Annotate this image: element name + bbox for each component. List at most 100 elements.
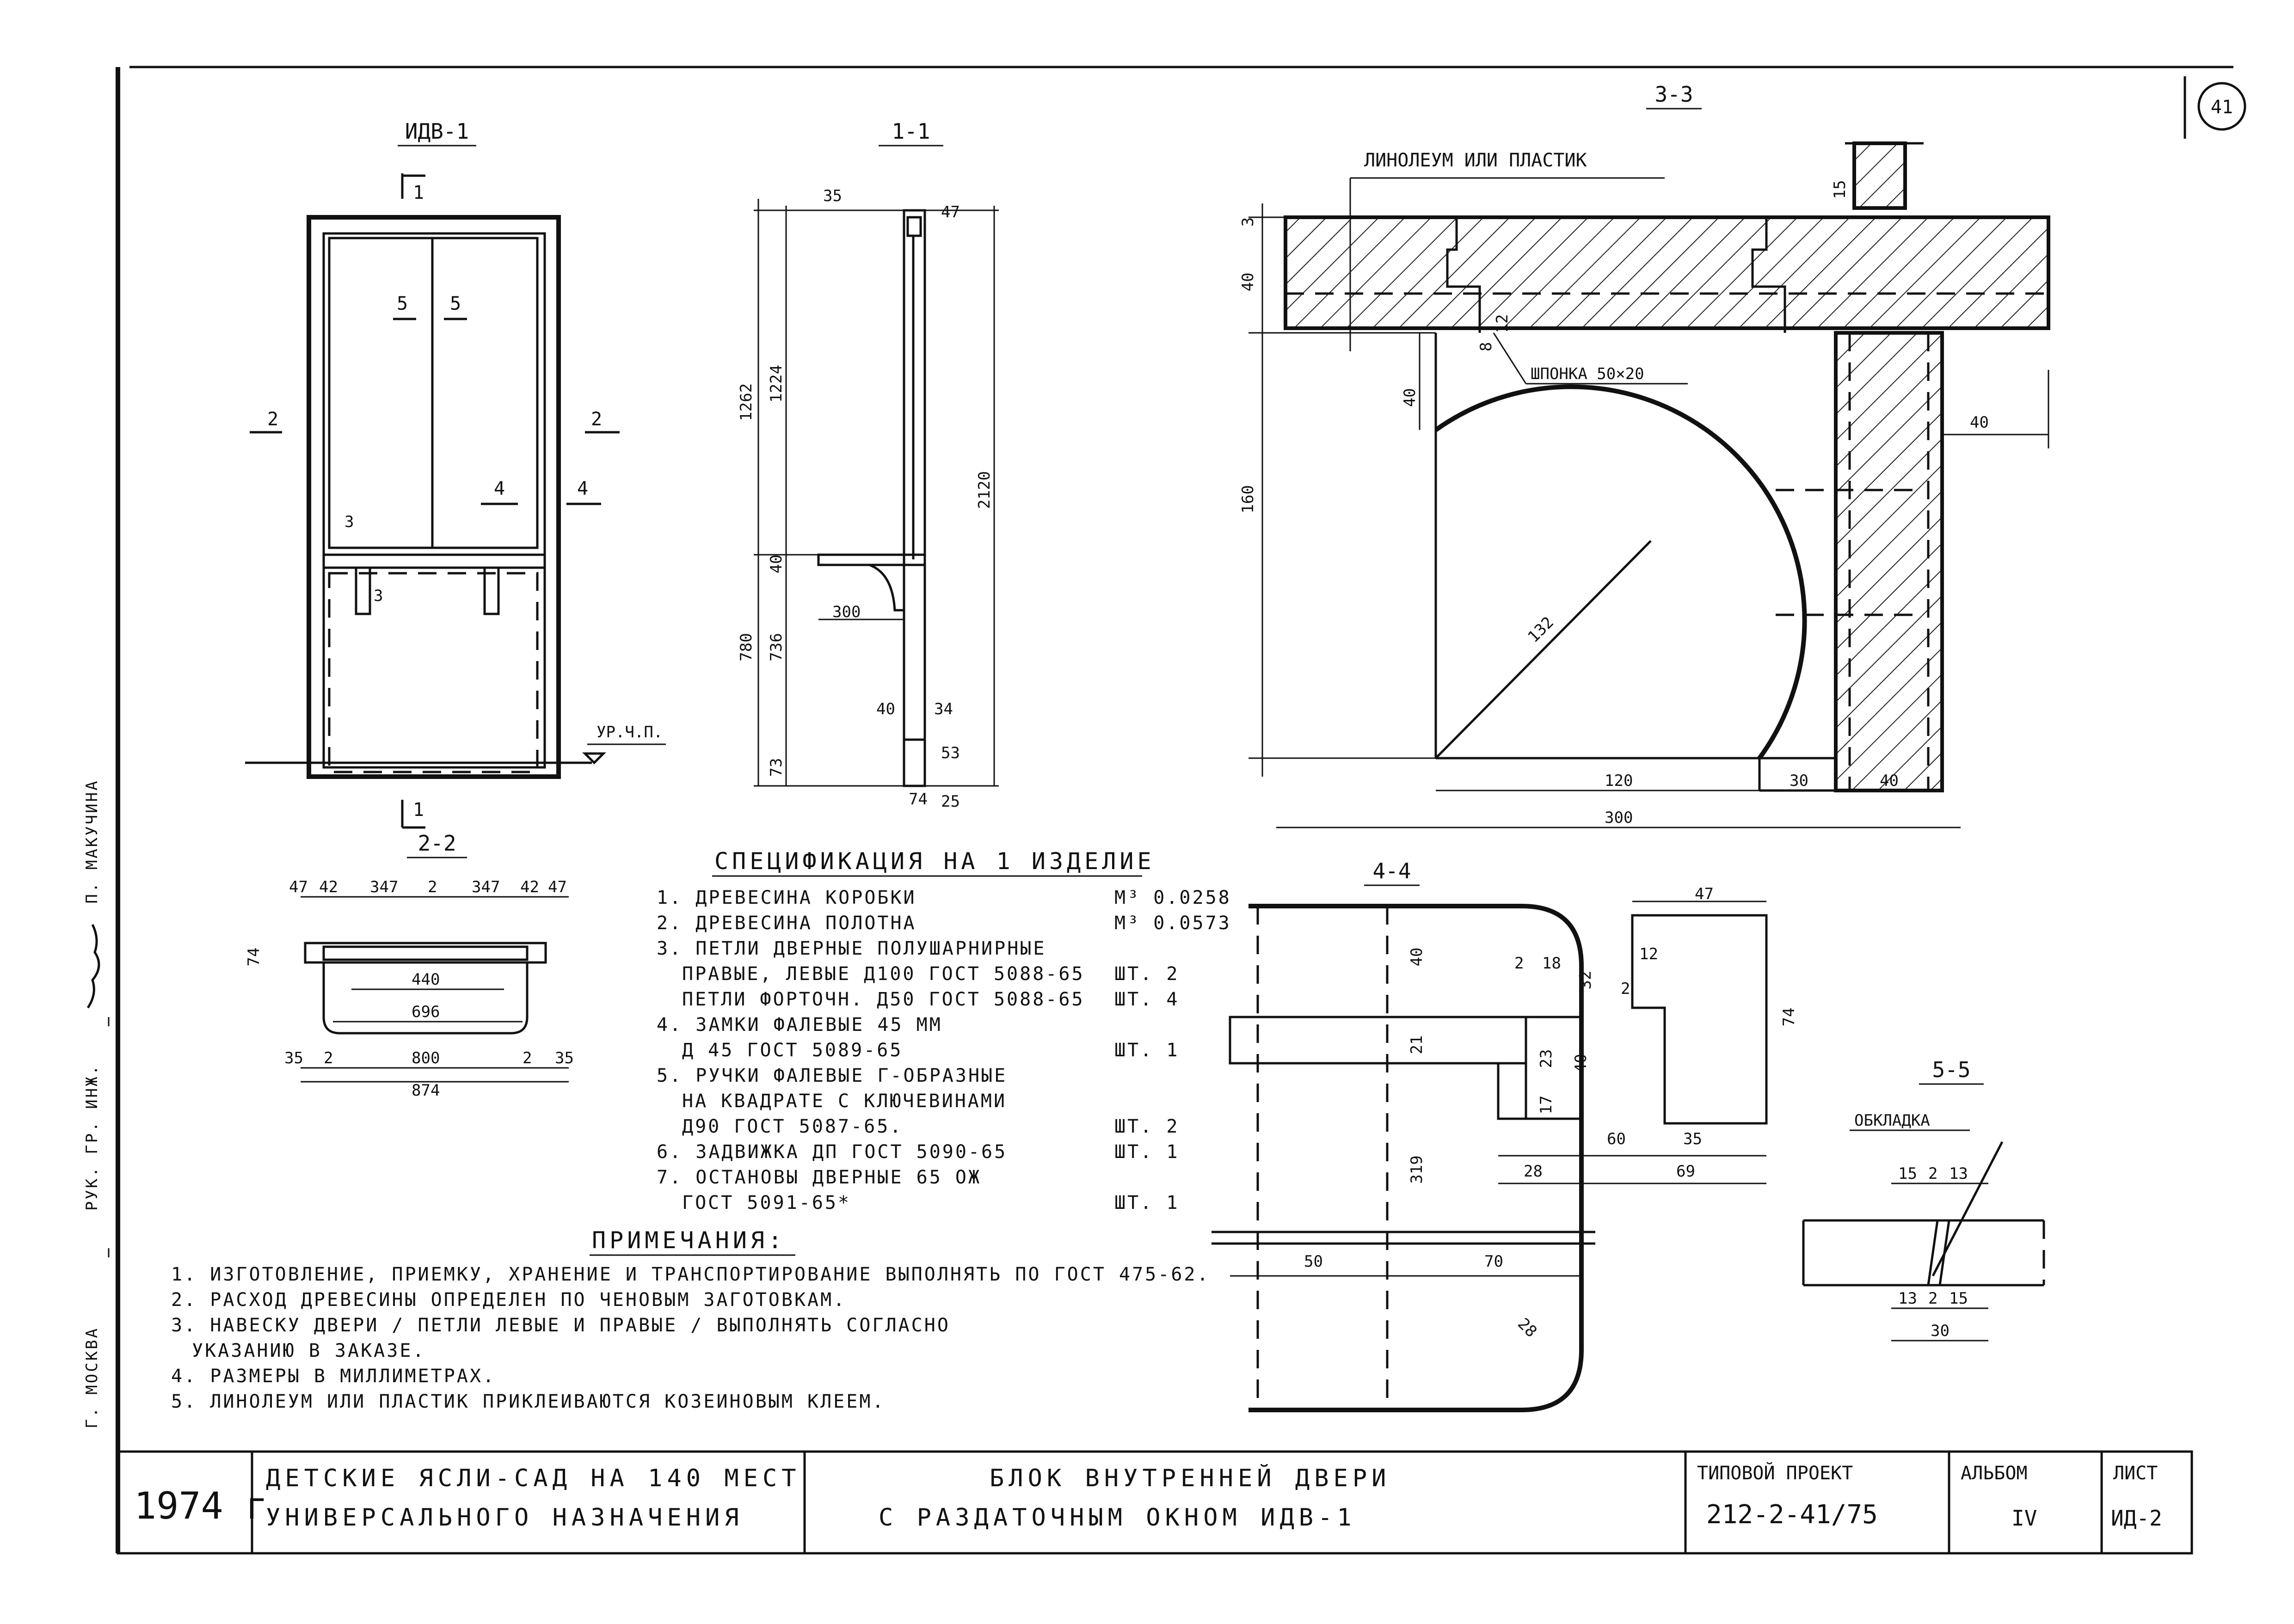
part-mark-3-upper: 3	[344, 513, 354, 531]
dim-3-3-15: 15	[1831, 180, 1849, 199]
front-view: ИДВ-1 1 1 2 2 4 4 5 5 3 3 УР.Ч.П.	[245, 119, 666, 829]
dim-4-4-40-top: 40	[1408, 948, 1426, 967]
dim-4-4-74: 74	[1780, 1008, 1798, 1027]
title-project-line1: ДЕТСКИЕ ЯСЛИ-САД НА 140 МЕСТ	[266, 1465, 801, 1492]
spec-item-7-line2: ГОСТ 5091-65*	[682, 1192, 851, 1213]
section-5-5-title: 5-5	[1932, 1057, 1970, 1082]
section-3-3-title: 3-3	[1654, 82, 1693, 107]
dim-2-2-874: 874	[412, 1081, 440, 1100]
section-2-2-title: 2-2	[418, 831, 456, 856]
spec-item-7: 7. ОСТАНОВЫ ДВЕРНЫЕ 65 ОЖ	[657, 1167, 981, 1188]
title-drawing-line1: БЛОК ВНУТРЕННЕЙ ДВЕРИ	[990, 1464, 1390, 1492]
dim-2-2-35-left: 35	[284, 1049, 303, 1067]
dim-4-4-70: 70	[1484, 1252, 1503, 1271]
key-label-shponka: ШПОНКА 50×20	[1531, 365, 1644, 383]
dim-4-4-radius-28: 28	[1514, 1315, 1540, 1341]
spec-item-2: 2. ДРЕВЕСИНА ПОЛОТНА	[657, 913, 916, 934]
section-1-1-title: 1-1	[892, 119, 930, 144]
spec-item-1-unit: М³ 0.0258	[1114, 887, 1231, 908]
note-5: 5. ЛИНОЛЕУМ ИЛИ ПЛАСТИК ПРИКЛЕИВАЮТСЯ КО…	[171, 1391, 886, 1412]
dim-1-1-780: 780	[737, 633, 756, 661]
spec-item-3-line3: ПЕТЛИ ФОРТОЧН. Д50 ГОСТ 5088-65	[682, 989, 1085, 1010]
sheet-number: 41	[2211, 97, 2233, 118]
dim-4-4-40-mid: 40	[1572, 1054, 1590, 1073]
spec-item-4: 4. ЗАМКИ ФАЛЕВЫЕ 45 ММ	[657, 1014, 942, 1036]
dim-4-4-47: 47	[1695, 885, 1714, 903]
spec-item-1: 1. ДРЕВЕСИНА КОРОБКИ	[657, 887, 916, 908]
notes-heading: ПРИМЕЧАНИЯ:	[592, 1227, 786, 1254]
section-3-3: 3-3 ЛИНОЛЕУМ ИЛИ ПЛАСТИК 3 40	[1239, 82, 2050, 828]
section-5-5: 5-5 ОБКЛАДКА 15 2 13 13 2 15 30	[1802, 1057, 2045, 1342]
dim-4-4-2: 2	[1514, 954, 1524, 973]
dim-4-4-60: 60	[1607, 1130, 1626, 1148]
spec-item-6-unit: ШТ. 1	[1114, 1141, 1179, 1163]
dim-3-3-40-right: 40	[1970, 413, 1989, 432]
spec-item-5-line2: НА КВАДРАТЕ С КЛЮЧЕВИНАМИ	[682, 1091, 1007, 1112]
title-project-line2: УНИВЕРСАЛЬНОГО НАЗНАЧЕНИЯ	[266, 1504, 744, 1532]
dim-4-4-69: 69	[1676, 1162, 1695, 1181]
side-stamp-role: РУК. ГР. ИНЖ.	[83, 1064, 101, 1211]
title-year: 1974 г	[134, 1484, 268, 1527]
spec-item-2-unit: М³ 0.0573	[1114, 913, 1231, 934]
spec-item-6: 6. ЗАДВИЖКА ДП ГОСТ 5090-65	[657, 1141, 1007, 1163]
dim-3-3-30: 30	[1790, 772, 1808, 790]
material-label-linoleum: ЛИНОЛЕУМ ИЛИ ПЛАСТИК	[1364, 150, 1587, 171]
trim-label: ОБКЛАДКА	[1854, 1111, 1930, 1130]
dim-5-5-13-top: 13	[1949, 1164, 1968, 1183]
spec-item-5: 5. РУЧКИ ФАЛЕВЫЕ Г-ОБРАЗНЫЕ	[657, 1065, 1007, 1086]
part-mark-3-lower: 3	[374, 587, 383, 605]
sheet-number-badge: 41	[2183, 76, 2246, 139]
typical-project-value: 212-2-41/75	[1706, 1500, 1878, 1530]
note-1: 1. ИЗГОТОВЛЕНИЕ, ПРИЕМКУ, ХРАНЕНИЕ И ТРА…	[171, 1264, 1210, 1285]
dim-3-3-40-bottom: 40	[1880, 772, 1899, 790]
dim-4-4-2b: 2	[1621, 980, 1630, 998]
dim-1-1-74: 74	[909, 790, 928, 809]
dim-2-2-74: 74	[245, 948, 263, 967]
dim-2-2-696: 696	[412, 1003, 440, 1021]
notes-block: ПРИМЕЧАНИЯ: 1. ИЗГОТОВЛЕНИЕ, ПРИЕМКУ, ХР…	[171, 1227, 1210, 1412]
dim-3-3-8: 8	[1477, 342, 1495, 351]
dim-3-3-160: 160	[1239, 485, 1257, 513]
sheet-label: ЛИСТ	[2113, 1463, 2158, 1484]
dim-2-2-35-right: 35	[555, 1049, 574, 1067]
spec-item-3-line2-unit: ШТ. 2	[1114, 963, 1179, 985]
dim-5-5-15-top: 15	[1898, 1164, 1917, 1183]
dim-2-2-347-right: 347	[472, 878, 500, 896]
note-3: 3. НАВЕСКУ ДВЕРИ / ПЕТЛИ ЛЕВЫЕ И ПРАВЫЕ …	[171, 1315, 950, 1336]
dim-2-2-347-left: 347	[370, 878, 398, 896]
section-2-2: 2-2 47 42 347 2 347 42 47 74 440 696 35 …	[245, 831, 574, 1100]
spec-item-4-line2-unit: ШТ. 1	[1114, 1040, 1179, 1061]
note-4: 4. РАЗМЕРЫ В МИЛЛИМЕТРАХ.	[171, 1366, 496, 1387]
dim-1-1-53: 53	[941, 744, 960, 762]
dim-3-3-120: 120	[1605, 772, 1633, 790]
dim-2-2-800: 800	[412, 1049, 440, 1067]
dim-4-4-12: 12	[1639, 945, 1658, 963]
spec-item-7-line2-unit: ШТ. 1	[1114, 1192, 1179, 1213]
cut-marker-4-right: 4	[577, 478, 588, 499]
dim-4-4-28: 28	[1524, 1162, 1543, 1181]
spec-item-4-line2: Д 45 ГОСТ 5089-65	[682, 1040, 903, 1061]
note-2: 2. РАСХОД ДРЕВЕСИНЫ ОПРЕДЕЛЕН ПО ЧЕНОВЫМ…	[171, 1289, 846, 1311]
title-block: 1974 г ДЕТСКИЕ ЯСЛИ-САД НА 140 МЕСТ УНИВ…	[117, 1450, 2193, 1555]
dim-2-2-47-right: 47	[548, 878, 567, 896]
section-4-4: 4-4 40 21 319 2 18 32 23 40 17 50 70 28 …	[1212, 858, 1798, 1412]
dim-1-1-1224: 1224	[767, 365, 786, 403]
spec-item-5-line3-unit: ШТ. 2	[1114, 1116, 1179, 1137]
album-label: АЛЬБОМ	[1961, 1463, 2028, 1484]
dim-1-1-73: 73	[767, 758, 786, 777]
dim-1-1-47: 47	[941, 203, 960, 221]
dim-5-5-13-bottom: 13	[1898, 1289, 1917, 1308]
dim-1-1-2120: 2120	[975, 471, 994, 509]
dim-5-5-2-top: 2	[1928, 1164, 1937, 1183]
dim-3-3-12: 12	[1493, 314, 1512, 333]
specification-table: СПЕЦИФИКАЦИЯ НА 1 ИЗДЕЛИЕ 1. ДРЕВЕСИНА К…	[657, 848, 1231, 1213]
cut-marker-5-right: 5	[450, 293, 461, 314]
note-3-line2: УКАЗАНИЮ В ЗАКАЗЕ.	[192, 1340, 425, 1361]
dim-4-4-21: 21	[1408, 1036, 1426, 1054]
spec-item-3-line3-unit: ШТ. 4	[1114, 989, 1179, 1010]
section-1-1: 1-1 35 1262 1224 40 780 736 73 300 2120 …	[737, 119, 999, 811]
cut-marker-1-bottom: 1	[413, 799, 424, 821]
dim-5-5-2-bottom: 2	[1928, 1289, 1937, 1308]
dim-3-3-40-top: 40	[1239, 273, 1257, 292]
